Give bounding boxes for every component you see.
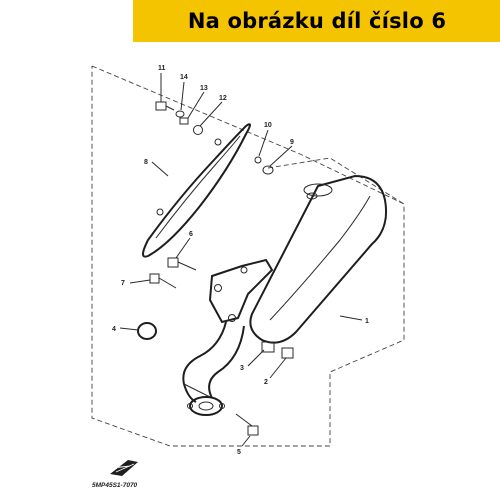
callout-3: 3 <box>240 365 244 372</box>
bolt-7 <box>149 273 177 289</box>
callout-2: 2 <box>264 379 268 386</box>
drawing-code: 5MP45S1-7070 <box>92 482 138 489</box>
washer-10 <box>254 156 262 164</box>
callout-4: 4 <box>112 326 116 333</box>
bolt-6 <box>167 257 197 271</box>
assembly-outline <box>91 65 405 447</box>
gasket-4 <box>137 322 157 340</box>
callout-8: 8 <box>144 159 148 166</box>
callout-10: 10 <box>264 122 272 129</box>
grommet-9 <box>262 165 274 175</box>
mounting-bracket <box>208 258 274 324</box>
callout-11: 11 <box>158 65 166 72</box>
callout-7: 7 <box>121 280 125 287</box>
callout-6: 6 <box>189 231 193 238</box>
callout-9: 9 <box>290 139 294 146</box>
collar-3 <box>261 341 275 353</box>
callout-14: 14 <box>180 74 188 81</box>
grommet-12 <box>193 125 203 135</box>
washer-14 <box>175 110 185 118</box>
bolt-5 <box>235 413 259 436</box>
callout-1: 1 <box>365 318 369 325</box>
heat-protector <box>142 123 251 258</box>
part-number-banner: Na obrázku díl číslo 6 <box>133 0 500 42</box>
nut-2 <box>281 347 294 359</box>
callout-12: 12 <box>219 95 227 102</box>
assembly-outline-inner <box>267 157 405 205</box>
muffler-part <box>249 174 388 344</box>
front-arrow-icon <box>110 460 138 476</box>
callout-13: 13 <box>200 85 208 92</box>
collar-13 <box>179 117 189 125</box>
bolt-11 <box>155 101 175 111</box>
exhaust-pipe <box>182 321 245 416</box>
leader-lines <box>119 73 363 447</box>
callout-5: 5 <box>237 449 241 456</box>
banner-text: Na obrázku díl číslo 6 <box>187 9 447 33</box>
